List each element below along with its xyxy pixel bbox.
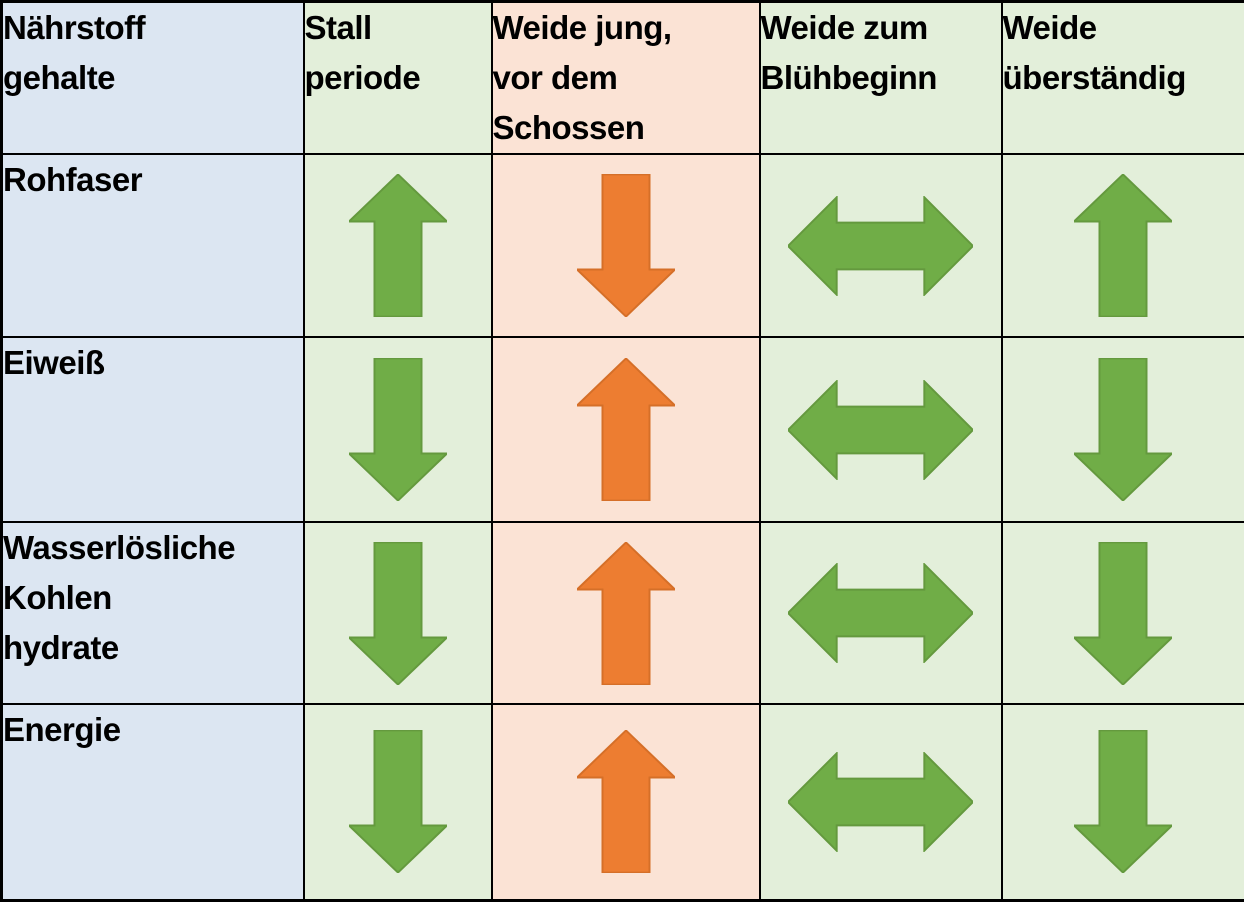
trend-cell [492,337,760,522]
column-header-weide-jung: Weide jung, vor dem Schossen [492,2,760,155]
column-header-weide-ueberstaendig: Weide überständig [1002,2,1244,155]
trend-cell [492,522,760,704]
table-row-kohlenhydrate: Wasserlösliche Kohlen hydrate [2,522,1244,704]
trend-cell [1002,704,1244,900]
row-label-energie: Energie [2,704,304,900]
row-label-eiweiss: Eiweiß [2,337,304,522]
table-row-eiweiss: Eiweiß [2,337,1244,522]
arrow-up-icon [577,358,675,501]
trend-cell [304,154,492,337]
trend-cell [760,522,1002,704]
arrow-up-icon [1074,174,1172,317]
arrow-up-icon [577,542,675,685]
arrow-both-icon [788,196,973,296]
arrow-down-icon [349,730,447,873]
trend-cell [1002,154,1244,337]
trend-cell [760,154,1002,337]
trend-cell [492,154,760,337]
arrow-both-icon [788,563,973,663]
row-label-rohfaser: Rohfaser [2,154,304,337]
trend-cell [492,704,760,900]
arrow-down-icon [349,358,447,501]
table-row-energie: Energie [2,704,1244,900]
column-header-stallperiode: Stall periode [304,2,492,155]
trend-cell [304,337,492,522]
arrow-down-icon [1074,542,1172,685]
arrow-down-icon [577,174,675,317]
trend-cell [760,704,1002,900]
trend-cell [760,337,1002,522]
arrow-up-icon [349,174,447,317]
arrow-down-icon [1074,358,1172,501]
column-header-weide-bluehbeginn: Weide zum Blühbeginn [760,2,1002,155]
header-row: Nährstoff gehalte Stall periode Weide ju… [2,2,1244,155]
column-header-nutrient: Nährstoff gehalte [2,2,304,155]
trend-cell [304,522,492,704]
table-row-rohfaser: Rohfaser [2,154,1244,337]
trend-cell [1002,337,1244,522]
trend-cell [1002,522,1244,704]
row-label-kohlenhydrate: Wasserlösliche Kohlen hydrate [2,522,304,704]
arrow-up-icon [577,730,675,873]
arrow-both-icon [788,752,973,852]
trend-cell [304,704,492,900]
arrow-down-icon [349,542,447,685]
arrow-down-icon [1074,730,1172,873]
arrow-both-icon [788,380,973,480]
